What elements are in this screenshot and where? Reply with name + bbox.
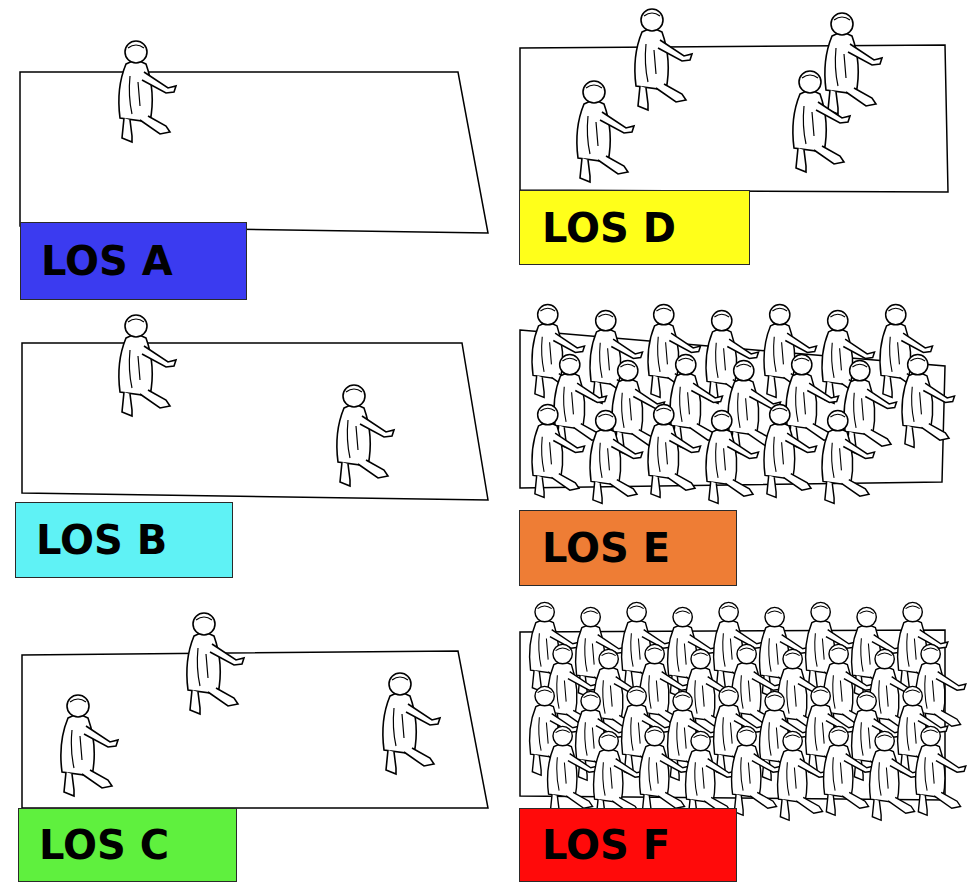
level-label: LOS E xyxy=(542,528,670,568)
level-label-box: LOS A xyxy=(20,222,247,300)
level-label: LOS B xyxy=(36,520,167,560)
pedestrian xyxy=(902,355,955,448)
level-label-box: LOS F xyxy=(519,808,737,882)
pedestrian xyxy=(648,405,701,498)
level-label-box: LOS B xyxy=(15,502,233,578)
pedestrian xyxy=(916,726,966,815)
pedestrian xyxy=(822,411,875,504)
level-label: LOS A xyxy=(41,241,173,281)
pedestrian xyxy=(706,411,759,504)
pedestrian xyxy=(844,361,897,454)
pedestrian xyxy=(870,731,920,820)
pedestrian xyxy=(764,405,817,498)
level-label-box: LOS D xyxy=(519,190,750,265)
pedestrian xyxy=(686,731,736,820)
pedestrian xyxy=(594,731,644,820)
pedestrian xyxy=(590,411,643,504)
level-label: LOS F xyxy=(542,825,670,865)
level-label-box: LOS C xyxy=(18,808,237,882)
pedestrian xyxy=(824,726,874,815)
platform xyxy=(20,45,948,808)
level-label: LOS D xyxy=(542,208,676,248)
pedestrian xyxy=(640,726,690,815)
level-label-box: LOS E xyxy=(519,510,737,586)
pedestrian xyxy=(548,726,598,815)
pedestrians xyxy=(61,9,966,820)
pedestrian xyxy=(778,731,828,820)
pedestrian xyxy=(732,726,782,815)
level-label: LOS C xyxy=(39,825,169,865)
pedestrian xyxy=(532,405,585,498)
